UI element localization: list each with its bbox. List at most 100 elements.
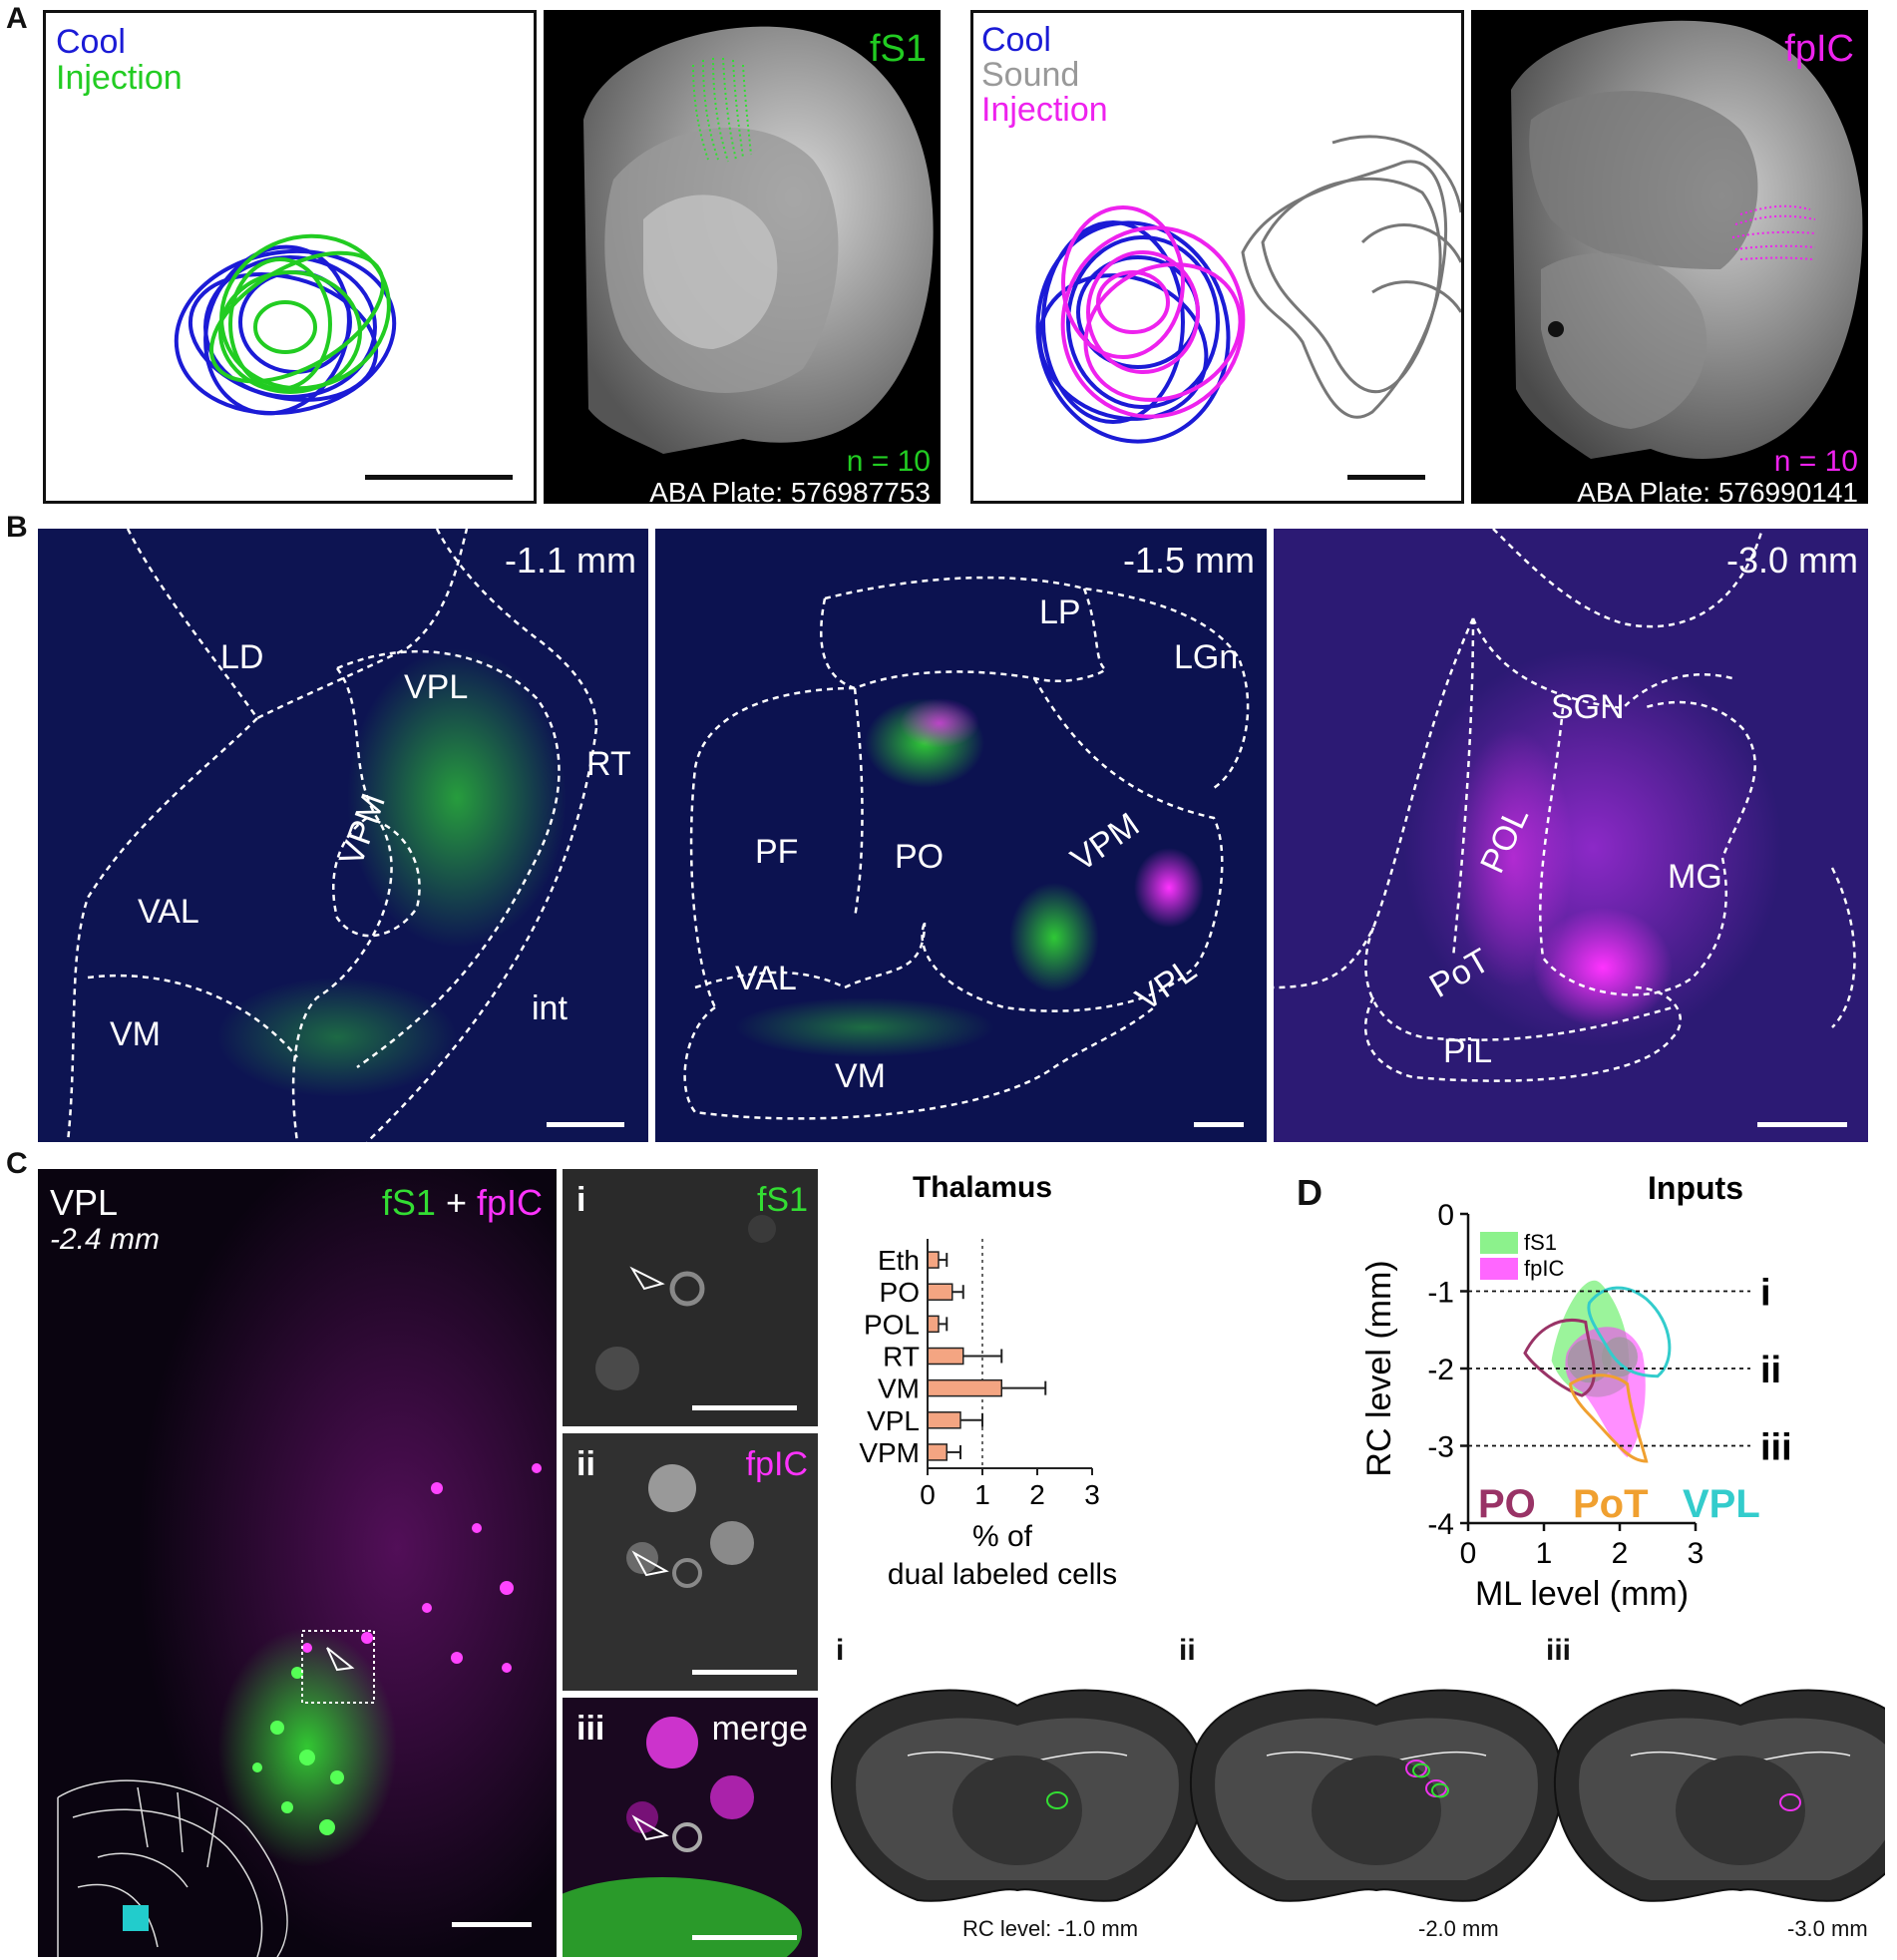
section-outlines: [1274, 529, 1856, 1082]
panel-label-c: C: [6, 1147, 28, 1180]
chart-title: Thalamus: [913, 1171, 1052, 1204]
legend-sound: Sound: [981, 56, 1080, 94]
scale-bar: [1194, 1122, 1244, 1127]
scale-bar: [692, 1405, 797, 1410]
panel-label-a: A: [6, 2, 28, 35]
x-tick-label: 0: [920, 1479, 936, 1510]
region-label: VPL: [50, 1182, 119, 1223]
region-lp: LP: [1039, 593, 1081, 631]
legend-cool: Cool: [981, 21, 1051, 59]
category-label: PO: [880, 1277, 920, 1308]
micrograph-b1: -1.1 mm LD VPL RT VPM VAL VM int: [38, 529, 648, 1142]
atlas-section: [1189, 1689, 1564, 1902]
region-vm: VM: [110, 1015, 161, 1053]
micrograph-b3: -3.0 mm SGN POL MG PoT PiL: [1274, 529, 1868, 1142]
inset-roman: i: [576, 1181, 586, 1219]
atlas-image-fpic: fpIC n = 10 ABA Plate: 576990141: [1471, 10, 1868, 504]
n-count: n = 10: [846, 445, 931, 478]
y-tick-label: 0: [1437, 1199, 1454, 1232]
injection-overlay-fs1: Cool Injection: [43, 10, 537, 504]
region-vpl: VPL: [404, 668, 469, 706]
atlas-row: i ii iii RC level: -1.0 mm -2.0 mm -3.0 …: [828, 1636, 1885, 1960]
channel-legend: fS1 + fpIC: [382, 1185, 543, 1221]
level-label: i: [1760, 1273, 1771, 1315]
micrograph-c-vpl: VPL -2.4 mm fS1 + fpIC: [38, 1169, 557, 1957]
scale-bar: [547, 1122, 624, 1127]
region-marker: [1412, 1763, 1430, 1778]
region-mg: MG: [1668, 858, 1722, 896]
atlas-roman-ii: ii: [1179, 1634, 1196, 1667]
category-label: Eth: [878, 1245, 920, 1276]
inset-roman: iii: [576, 1710, 605, 1748]
legend-injection: Injection: [56, 59, 183, 97]
thalamus: [952, 1756, 1082, 1865]
scale-bar: [692, 1935, 797, 1940]
depth-label: -1.1 mm: [504, 540, 636, 581]
atlas-section: [1553, 1689, 1885, 1902]
category-label: VPM: [859, 1437, 920, 1468]
area-overlap: [1567, 1339, 1612, 1383]
inset-channel: merge: [711, 1710, 808, 1748]
outline-pot: [1569, 1373, 1649, 1463]
legend-label: fS1: [1524, 1230, 1557, 1255]
y-axis-label: RC level (mm): [1360, 1260, 1398, 1476]
panel-label-b: B: [6, 511, 28, 544]
label-plus: +: [435, 1182, 477, 1223]
x-tick-label: 1: [974, 1479, 990, 1510]
outline-label: PO: [1478, 1482, 1536, 1526]
depth-label: -2.4 mm: [50, 1223, 161, 1256]
inset-iii: iii merge: [563, 1698, 818, 1957]
depth-label: -3.0 mm: [1725, 540, 1858, 581]
atlas-roman-i: i: [836, 1634, 845, 1667]
category-label: POL: [864, 1309, 920, 1340]
region-val: VAL: [735, 960, 797, 997]
plate-id: ABA Plate: 576990141: [1577, 477, 1858, 505]
category-label: RT: [883, 1342, 920, 1372]
bar: [927, 1347, 964, 1366]
inset-i: i fS1: [563, 1169, 818, 1426]
bar: [927, 1378, 1002, 1397]
region-marker: [1046, 1791, 1068, 1809]
region-marker: [1431, 1782, 1449, 1798]
region-int: int: [532, 989, 568, 1027]
x-axis-label: dual labeled cells: [888, 1558, 1117, 1588]
section-outlines: [66, 529, 598, 1142]
x-tick-label: 3: [1084, 1479, 1100, 1510]
inset-ii: ii fpIC: [563, 1433, 818, 1691]
y-tick-label: -1: [1427, 1277, 1454, 1310]
x-tick-label: 3: [1688, 1537, 1705, 1570]
x-axis-label: ML level (mm): [1475, 1575, 1689, 1613]
label-fpic: fpIC: [476, 1182, 543, 1223]
category-label: VPL: [867, 1405, 920, 1436]
region-vm: VM: [835, 1057, 886, 1095]
region-pf: PF: [755, 833, 799, 871]
bar: [927, 1411, 961, 1429]
x-tick-label: 1: [1536, 1537, 1553, 1570]
n-count: n = 10: [1773, 445, 1858, 478]
region-sgn: SGN: [1551, 688, 1625, 726]
chart-title: Inputs: [1648, 1170, 1743, 1206]
inset-channel: fpIC: [745, 1445, 808, 1483]
region-ld: LD: [220, 638, 264, 676]
region-pil: PiL: [1443, 1032, 1493, 1070]
atlas-roman-iii: iii: [1546, 1634, 1572, 1667]
contour-overlay: [1035, 135, 1461, 444]
plate-id: ABA Plate: 576987753: [649, 477, 931, 505]
injection-overlay-fpic: Cool Sound Injection: [970, 10, 1464, 504]
atlas-caption-iii: -3.0 mm: [1787, 1916, 1868, 1941]
legend-label: fpIC: [1524, 1256, 1564, 1281]
legend-swatch: [1480, 1232, 1518, 1254]
region-val: VAL: [138, 893, 199, 931]
legend-injection: Injection: [981, 91, 1108, 129]
legend-cool: Cool: [56, 23, 126, 61]
y-tick-label: -3: [1427, 1431, 1454, 1464]
scale-bar: [692, 1670, 797, 1675]
region-lgn: LGn: [1174, 638, 1239, 676]
inset-field: [595, 1215, 776, 1390]
x-axis-label: % of: [972, 1520, 1033, 1553]
coronal-brain-section: [583, 26, 934, 455]
section-outlines: [683, 576, 1250, 1120]
